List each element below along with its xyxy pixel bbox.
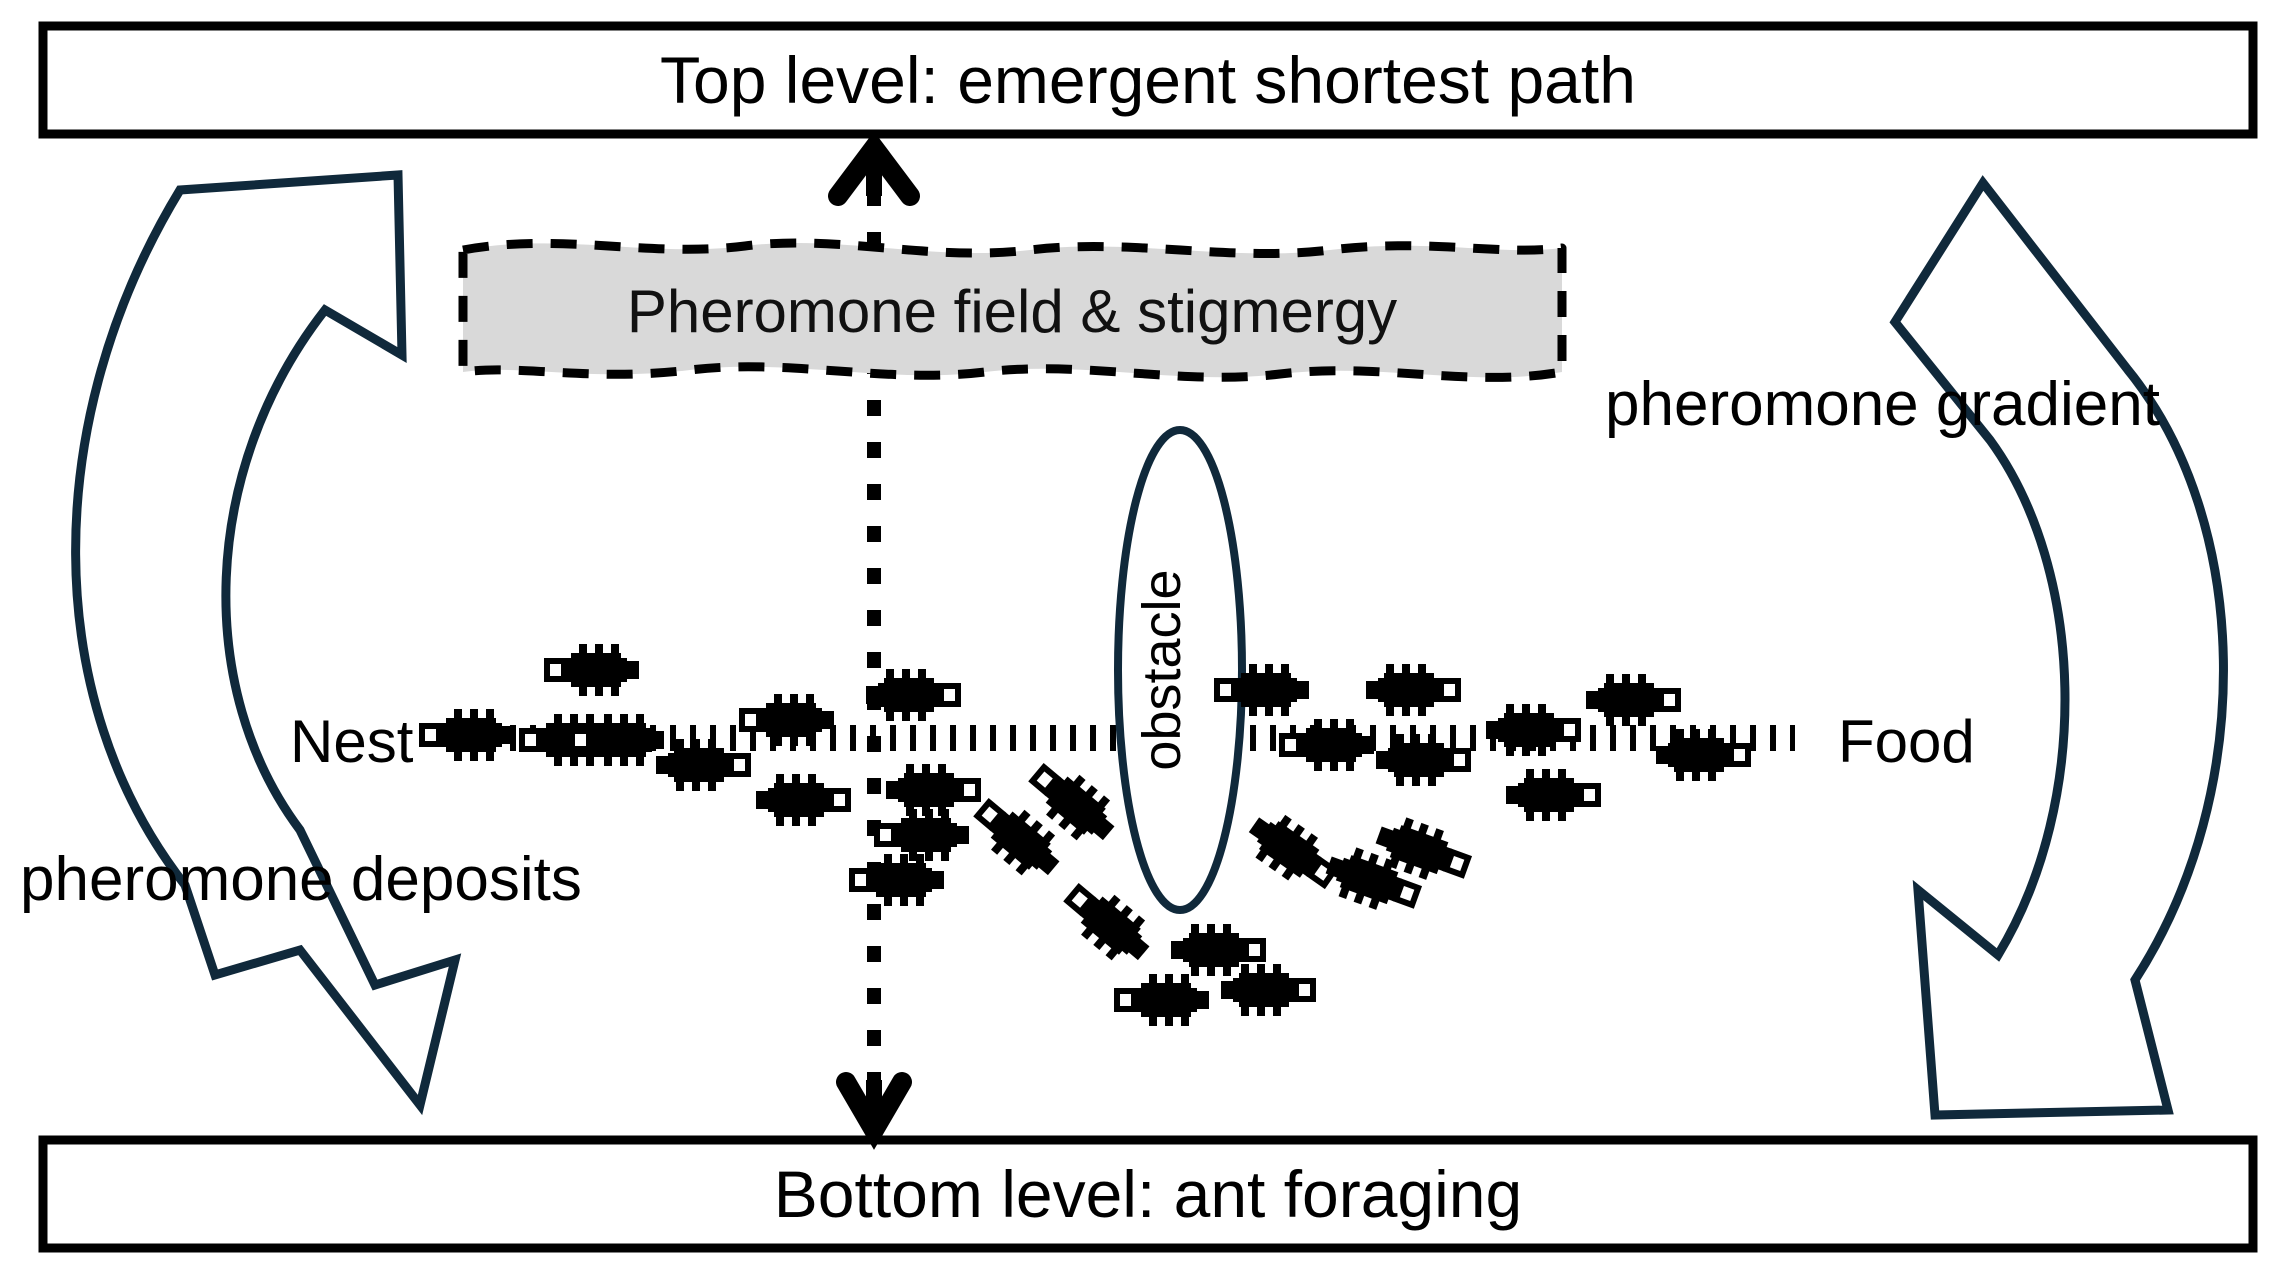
pheromone-cloud-label: Pheromone field & stigmergy bbox=[627, 278, 1397, 345]
right-cycle-label: pheromone gradient bbox=[1605, 370, 2160, 439]
ant bbox=[572, 714, 664, 766]
ant bbox=[1366, 664, 1458, 716]
ant bbox=[877, 809, 969, 861]
bottom-level-box: Bottom level: ant foraging bbox=[38, 1135, 2258, 1253]
top-level-box: Top level: emergent shortest path bbox=[38, 21, 2258, 139]
left-cycle-label: pheromone deposits bbox=[20, 845, 582, 914]
vertical-dotted-arrow bbox=[828, 131, 920, 1150]
ant bbox=[1586, 674, 1678, 726]
obstacle: obstacle bbox=[1114, 426, 1246, 914]
ant bbox=[886, 764, 978, 816]
ant bbox=[1117, 974, 1209, 1026]
ant bbox=[866, 669, 958, 721]
top-level-label: Top level: emergent shortest path bbox=[660, 43, 1636, 117]
left-cycle-arrow: pheromone deposits bbox=[20, 170, 582, 1116]
right-cycle-arrow: pheromone gradient bbox=[1605, 175, 2228, 1120]
food-label: Food bbox=[1838, 708, 1975, 775]
ant bbox=[1057, 874, 1161, 973]
ant bbox=[547, 644, 639, 696]
obstacle-label: obstacle bbox=[1132, 569, 1192, 770]
ant bbox=[422, 709, 514, 761]
ant bbox=[1171, 924, 1263, 976]
bottom-level-label: Bottom level: ant foraging bbox=[774, 1157, 1522, 1231]
nest-label: Nest bbox=[290, 708, 414, 775]
ant bbox=[852, 854, 944, 906]
ant bbox=[756, 774, 848, 826]
ant bbox=[1506, 769, 1598, 821]
ant-swarm bbox=[422, 644, 1748, 1026]
pheromone-field-cloud: Pheromone field & stigmergy bbox=[458, 238, 1567, 382]
ant bbox=[1221, 964, 1313, 1016]
ant bbox=[1239, 803, 1344, 898]
